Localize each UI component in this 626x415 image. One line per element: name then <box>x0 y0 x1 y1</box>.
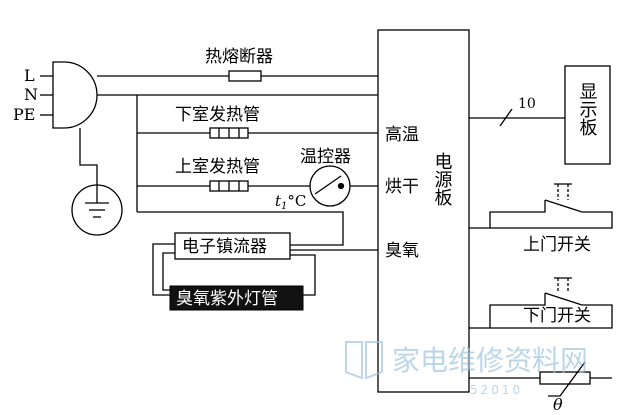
thermostat-symbol <box>309 165 351 207</box>
thermal-fuse-label: 热熔断器 <box>205 47 273 67</box>
power-board-title: 电源板 <box>432 152 453 206</box>
display-board-label: 显示板 <box>577 82 598 136</box>
plug-n-label: N <box>24 85 38 104</box>
display-board-box <box>564 65 611 165</box>
plug-pe-label: PE <box>13 105 35 124</box>
bus-count: 10 <box>518 96 536 112</box>
lower-switch-blade <box>544 292 583 306</box>
thermal-fuse-symbol <box>228 70 262 82</box>
ballast-box <box>174 232 291 260</box>
power-board-box <box>377 29 470 393</box>
ballast-label: 电子镇流器 <box>182 237 267 257</box>
watermark-book-icon <box>345 341 383 380</box>
thermistor-label: θ <box>553 395 563 414</box>
lower-heater-label: 下室发热管 <box>175 105 260 125</box>
watermark-text: 家电维修资料网 <box>392 344 588 377</box>
lower-door-switch-label: 下门开关 <box>523 306 591 326</box>
wire-to-ballast <box>137 211 344 246</box>
port-dry: 烘干 <box>385 177 419 197</box>
upper-door-switch-label: 上门开关 <box>523 235 591 255</box>
port-ozone: 臭氧 <box>385 241 419 261</box>
uv-lamp-box <box>169 285 304 311</box>
thermostat-temp: t1°C <box>275 192 306 212</box>
plug-body <box>52 61 98 129</box>
watermark: 家电维修资料网 52010 <box>345 341 588 397</box>
upper-switch-blade <box>544 199 583 213</box>
plug-l-label: L <box>24 66 35 85</box>
wire-lower-switch <box>469 304 613 329</box>
lamp-loop-right <box>290 254 316 296</box>
wire-upper-switch <box>469 211 613 229</box>
thermostat-label: 温控器 <box>300 147 351 167</box>
watermark-url: 52010 <box>470 383 523 397</box>
uv-lamp-label: 臭氧紫外灯管 <box>176 289 278 309</box>
wire-pe <box>79 128 98 185</box>
port-high-temp: 高温 <box>385 125 419 145</box>
bus-slash <box>499 108 513 127</box>
lamp-loop-left <box>152 243 175 296</box>
upper-heater-label: 上室发热管 <box>175 157 260 177</box>
